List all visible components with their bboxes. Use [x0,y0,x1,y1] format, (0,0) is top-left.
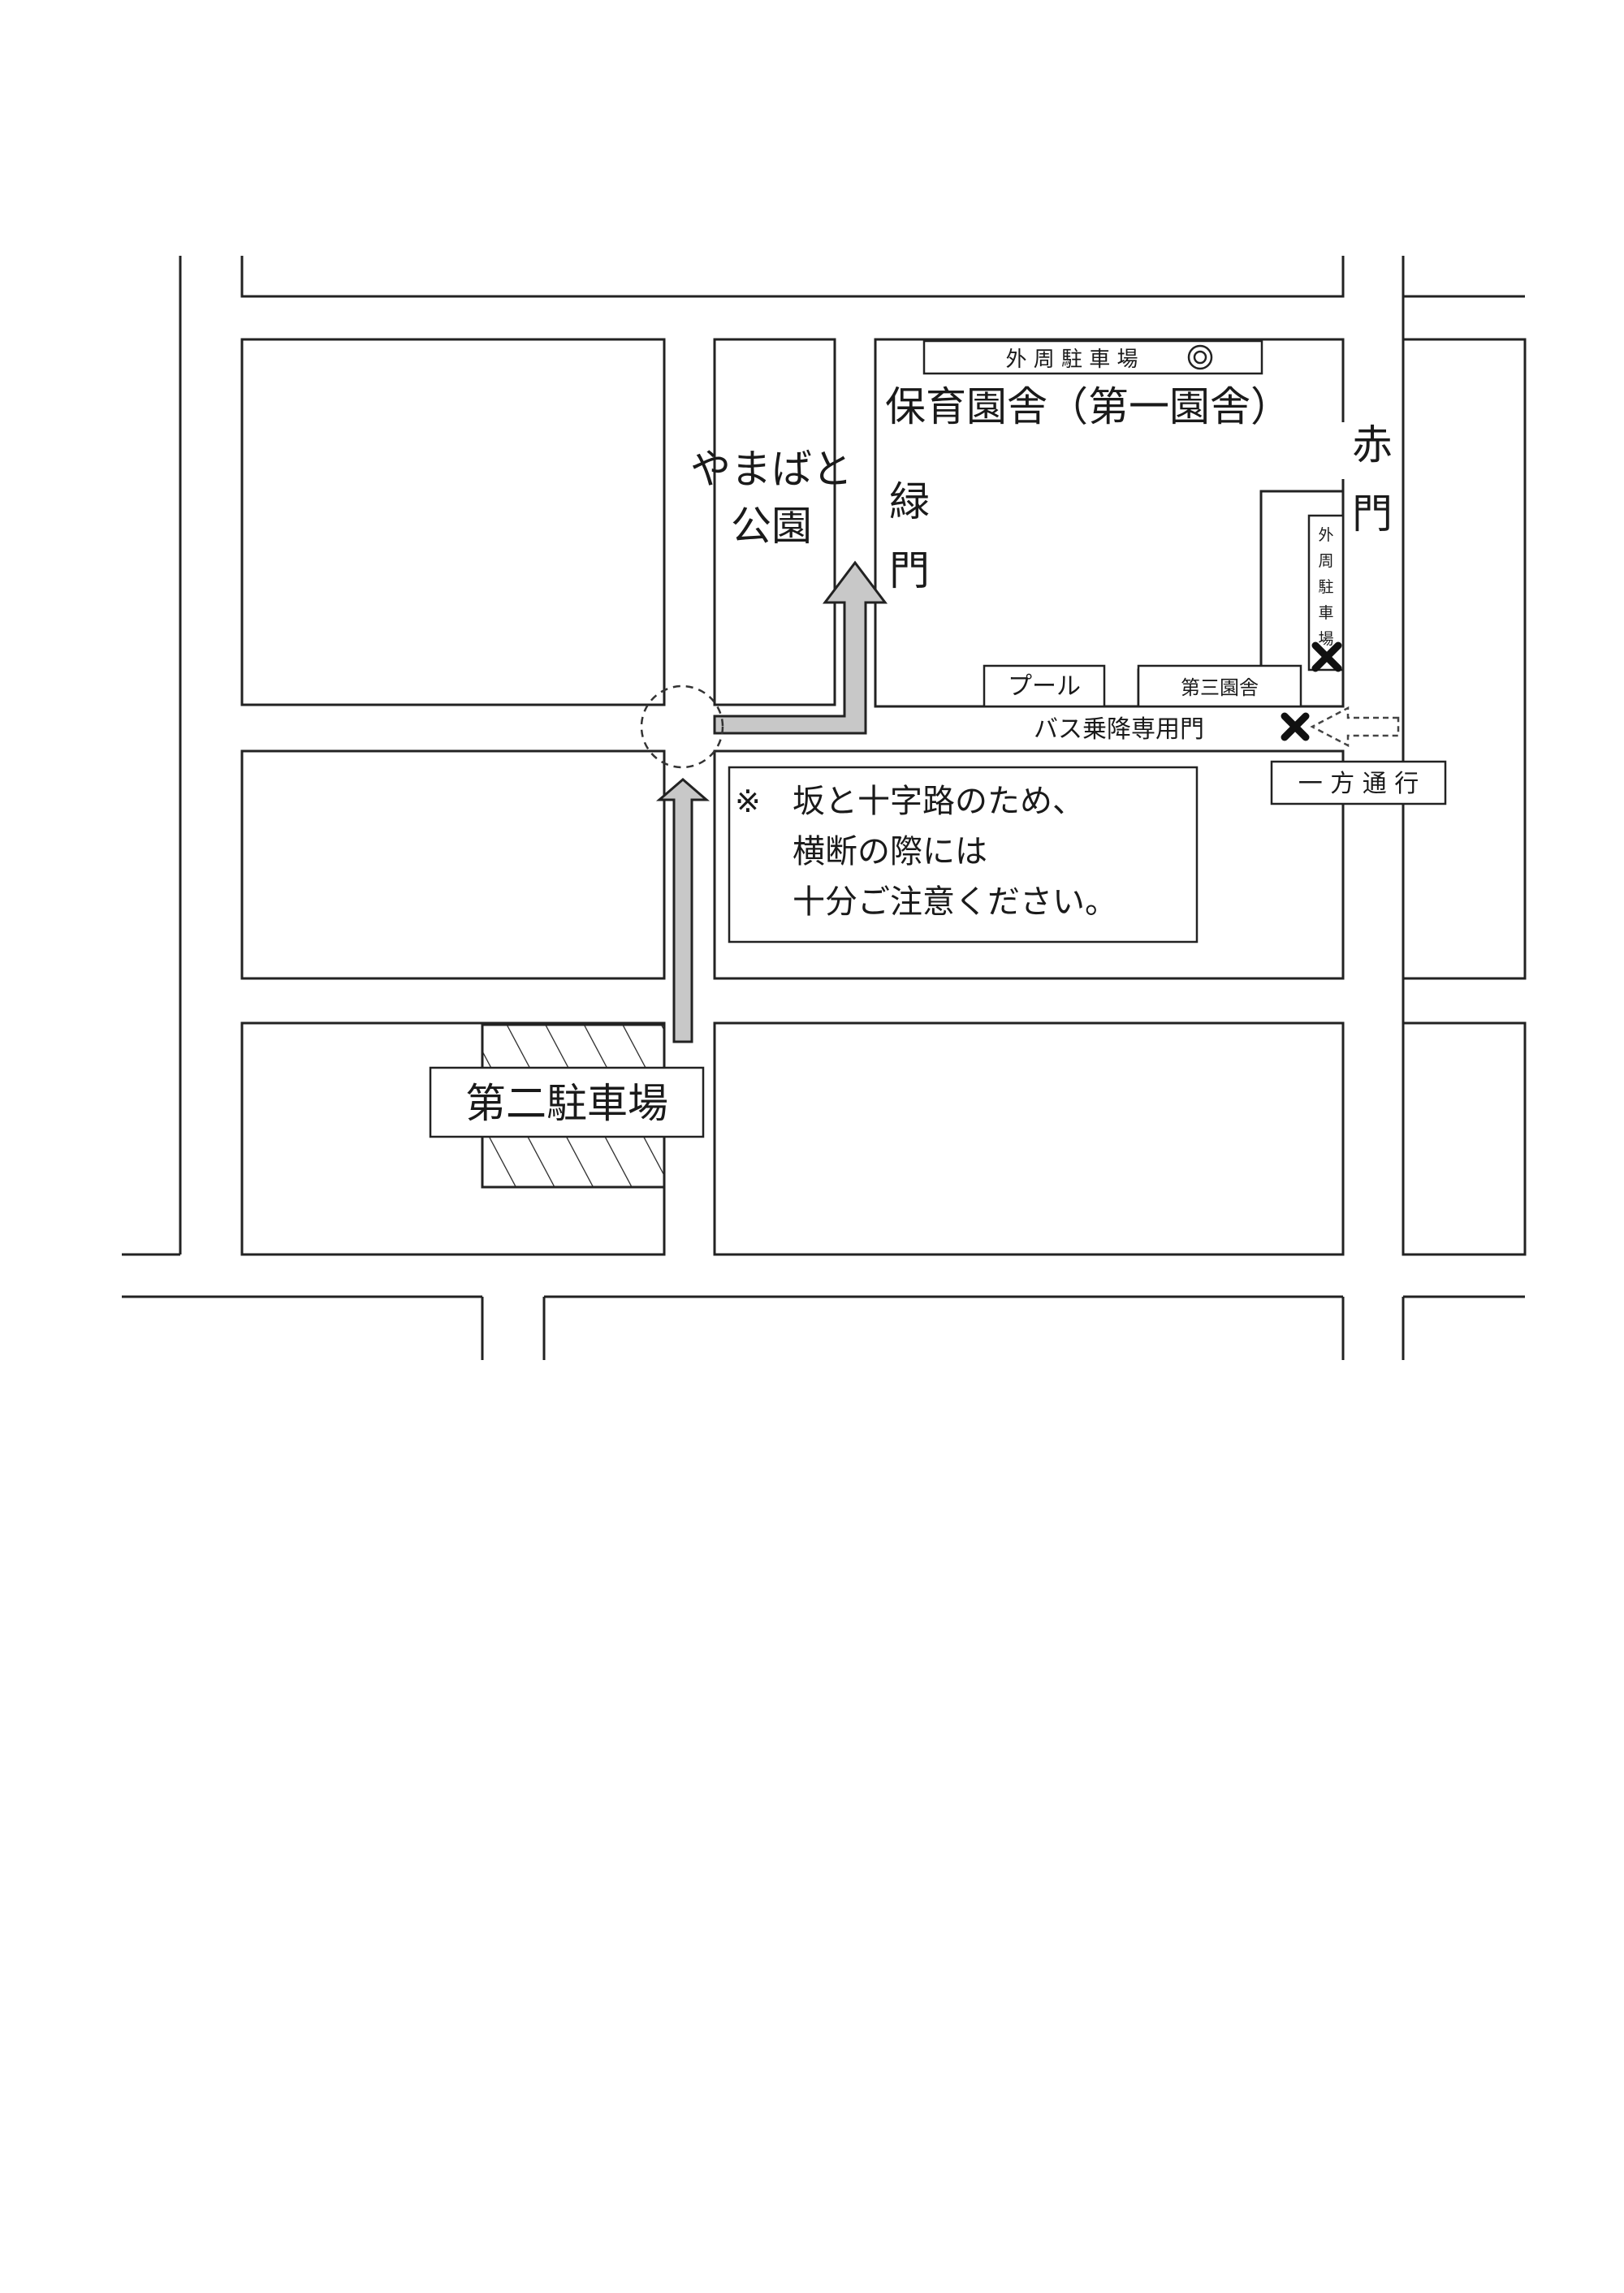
one-way-arrow [1310,706,1400,748]
notice-line1: 坂と十字路のため、 [793,783,1085,820]
third-building-label: 第三園舎 [1181,676,1259,699]
x-mark-icon [1281,712,1310,741]
second-parking-sign [429,1066,705,1138]
notice-box [728,766,1199,944]
one-way-sign [1270,760,1447,805]
nursery-interior: 外 周 駐 車 場 保育園舎（第一園舎） 外 周 駐 車 場 プール 第三園舎 [885,339,1345,708]
park-block [713,338,836,706]
bus-gate-label: バス乗降専用門 [1034,715,1204,744]
one-way-label: 一 方 通 行 [1298,770,1419,798]
block-east-lower [1402,1021,1527,1256]
pool [983,664,1106,708]
red-gate-label-2: 門 [1352,490,1393,538]
crossroad-circle [640,684,724,769]
notice-mark: ※ [735,784,761,819]
pool-label: プール [1008,672,1081,701]
block-east-upper [1402,338,1527,980]
green-gate-label-1: 緑 [889,478,930,525]
nursery-block [874,338,1345,708]
x-mark-icon [1311,641,1342,672]
nursery-main-label: 保育園舎（第一園舎） [885,383,1291,430]
outer-parking-side-5: 場 [1318,630,1333,648]
green-gate-label-2: 門 [889,547,930,594]
parking-symbol-icon [1187,344,1213,370]
park-label-line1: やまばと [690,446,853,493]
notice-line2: 横断の際には [793,833,987,870]
block-north-west [240,338,666,706]
notice-line3: 十分ご注意ください。 [793,883,1117,921]
top-blocks [240,256,1525,298]
park-label-line2: 公園 [731,503,812,550]
block-south-east [713,1021,1345,1256]
outer-parking-top-label: 外 周 駐 車 場 [1005,348,1138,372]
outer-parking-side-2: 周 [1318,552,1333,570]
block-mid-west [240,749,666,980]
outer-parking-side-4: 車 [1318,604,1333,622]
second-parking-label: 第二駐車場 [465,1080,668,1127]
third-building [1137,664,1302,708]
outer-parking-side-3: 駐 [1318,578,1333,596]
red-gate-label-1: 赤 [1352,421,1393,469]
outer-parking-side-1: 外 [1318,526,1333,544]
route-arrow [655,560,888,1043]
